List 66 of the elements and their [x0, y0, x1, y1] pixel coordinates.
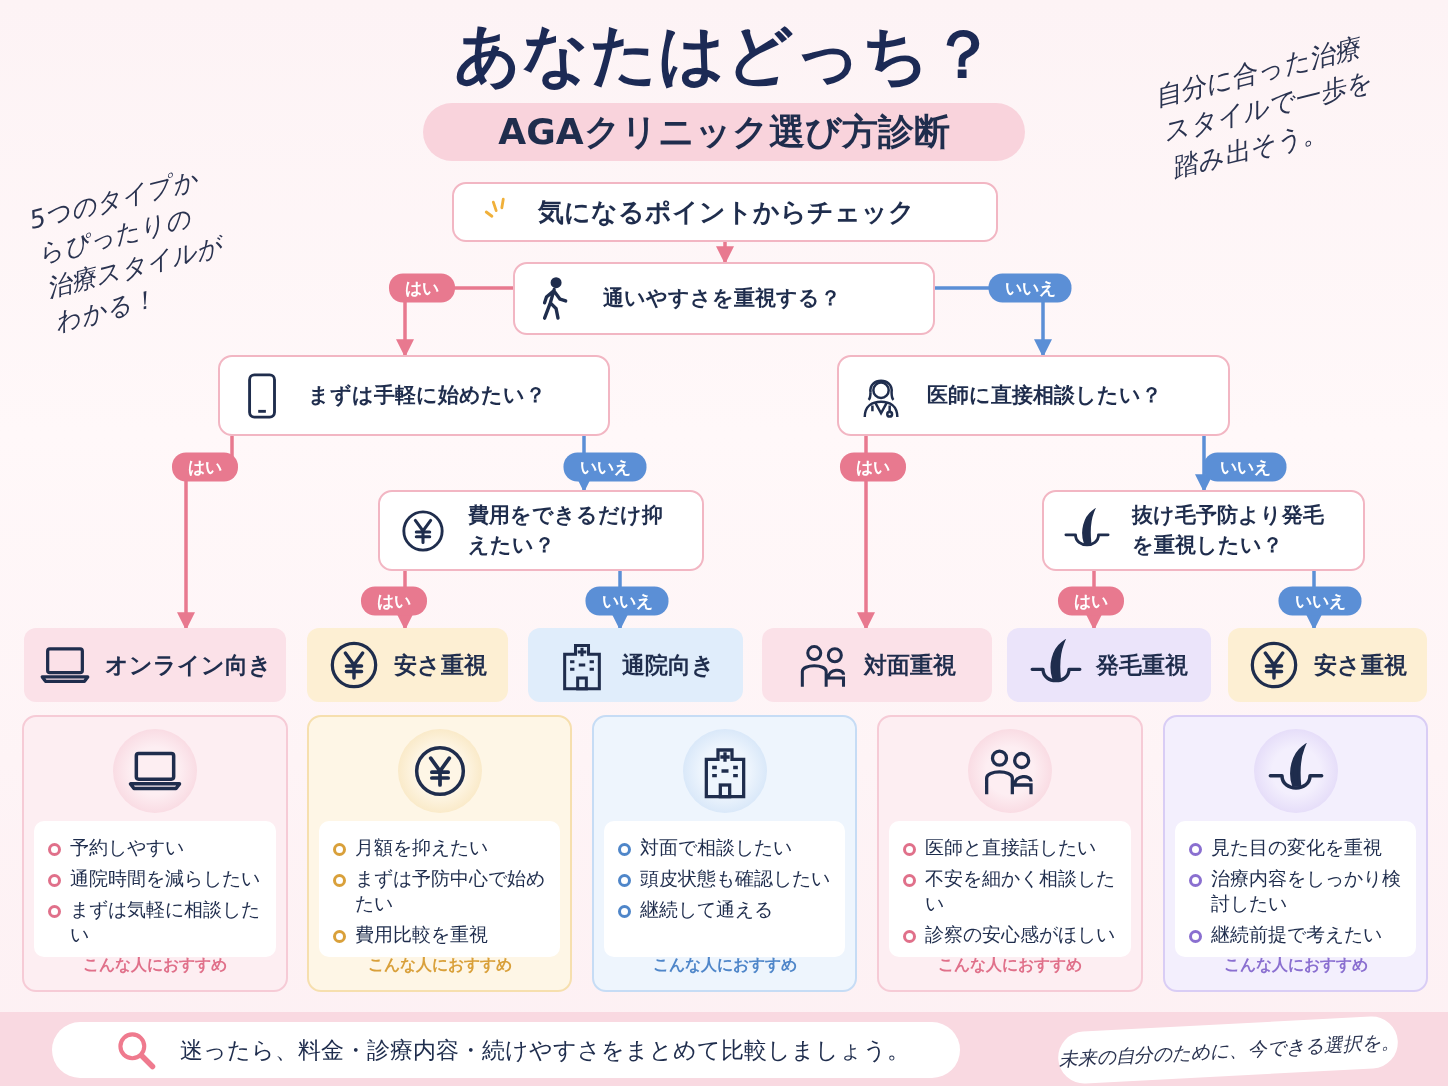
arrow	[716, 242, 734, 265]
start-box	[452, 182, 998, 242]
card-footer-text: こんな人におすすめ	[82, 955, 228, 976]
list-item: 継続前提で考えたい	[1185, 922, 1406, 948]
list-item: 通院時間を減らしたい	[44, 866, 266, 892]
question-text: 気になるポイントからチェック	[538, 195, 915, 229]
result-text: オンライン向き	[104, 650, 272, 680]
question-text: 抜け毛予防より発毛を重視したい？	[1132, 502, 1325, 559]
subtitle-banner: AGAクリニック選び方診断	[423, 103, 1025, 161]
handwritten-note: 自分に合った治療スタイルで一歩を踏み出そう。	[1150, 31, 1376, 185]
result-box	[1007, 628, 1211, 702]
list-item: 月額を抑えたい	[329, 835, 550, 861]
question-text: 通いやすさを重視する？	[603, 284, 841, 312]
edge-label: はい	[389, 273, 455, 303]
question-box	[218, 355, 610, 436]
edge-label: いいえ	[988, 273, 1072, 303]
result-box	[1228, 628, 1427, 702]
edge-label: はい	[361, 586, 427, 616]
edge-label: いいえ	[1203, 452, 1287, 482]
recommendation-card	[1163, 715, 1428, 992]
arrow	[1195, 436, 1213, 493]
list-item: 医師と直接話したい	[899, 835, 1121, 861]
card-footer-text: こんな人におすすめ	[651, 955, 798, 976]
card-footer-text: こんな人におすすめ	[937, 955, 1083, 976]
edge-label: いいえ	[585, 586, 669, 616]
result-text: 対面重視	[864, 650, 956, 680]
question-box	[1042, 490, 1365, 571]
result-box	[762, 628, 992, 702]
result-text: 安さ重視	[1314, 650, 1407, 680]
recommendation-card	[592, 715, 857, 992]
result-box	[24, 628, 286, 702]
list-item: まずは気軽に相談したい	[44, 897, 266, 948]
tip-text: 迷ったら、料金・診療内容・続けやすさをまとめて比較しましょう。	[180, 1035, 910, 1065]
list-item: まずは予防中心で始めたい	[329, 866, 550, 917]
result-text: 通院向き	[622, 650, 715, 680]
list-item: 治療内容をしっかり検討したい	[1185, 866, 1406, 917]
question-text: まずは手軽に始めたい？	[308, 381, 546, 409]
list-item: 不安を細かく相談したい	[899, 866, 1121, 917]
handwritten-note: 5つのタイプからぴったりの治療スタイルがわかる！	[25, 164, 227, 339]
list-item: 頭皮状態も確認したい	[614, 866, 835, 892]
card-footer-text: こんな人におすすめ	[366, 955, 513, 976]
result-box	[307, 628, 508, 702]
result-box	[528, 628, 743, 702]
result-text: 発毛重視	[1096, 650, 1188, 680]
edge-label: はい	[172, 452, 238, 482]
recommendation-card	[22, 715, 288, 992]
question-box	[837, 355, 1230, 436]
edge-label: いいえ	[563, 452, 647, 482]
question-box	[513, 262, 935, 335]
question-text: 費用をできるだけ抑えたい？	[468, 502, 664, 559]
question-box	[378, 490, 704, 571]
list-item: 継続して通える	[614, 897, 835, 923]
card-footer-text: こんな人におすすめ	[1222, 955, 1369, 976]
edge-label: はい	[1058, 586, 1124, 616]
list-item: 費用比較を重視	[329, 922, 550, 948]
recommendation-card	[877, 715, 1143, 992]
list-item: 見た目の変化を重視	[1185, 835, 1406, 861]
edge-label: いいえ	[1278, 586, 1362, 616]
list-item: 予約しやすい	[44, 835, 266, 861]
list-item: 対面で相談したい	[614, 835, 835, 861]
list-item: 診察の安心感がほしい	[899, 922, 1121, 948]
edge-label: はい	[840, 452, 906, 482]
question-text: 医師に直接相談したい？	[927, 381, 1162, 409]
recommendation-card	[307, 715, 572, 992]
result-text: 安さ重視	[394, 650, 487, 680]
title: あなたはどっち？	[453, 15, 997, 95]
